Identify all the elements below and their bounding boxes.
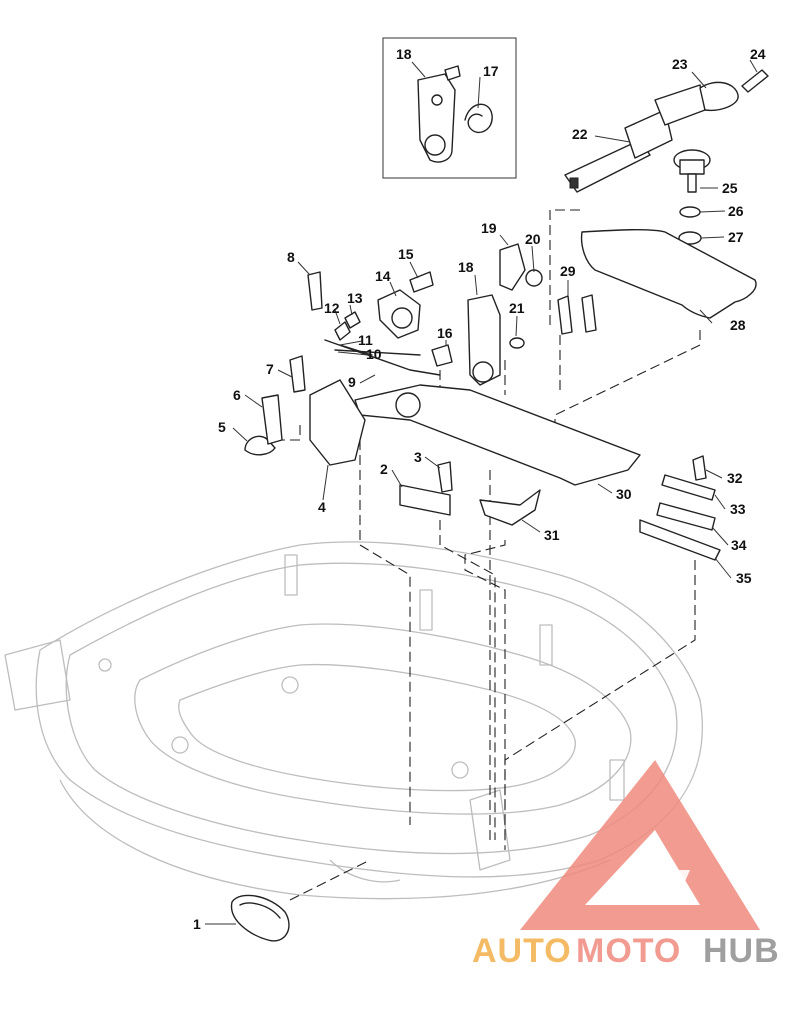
watermark-word-moto: MOTO: [576, 932, 681, 970]
part-9-rod: [324, 339, 441, 376]
callout-7: 7: [266, 361, 274, 377]
callout-33: 33: [730, 501, 746, 517]
part-6-link: [261, 394, 283, 445]
watermark-triangle-icon: [520, 760, 760, 930]
callout-23: 23: [672, 56, 688, 72]
part-26-washer: [679, 206, 701, 218]
callout-labels: 1 2 3 4 5 6 7 8 9 10 11 12 13 14 15 16 1…: [193, 46, 766, 932]
callout-25: 25: [722, 180, 738, 196]
part-19-tab: [499, 243, 526, 291]
part-10-rod: [334, 349, 421, 356]
part-1-grommet: [230, 894, 290, 942]
part-33-plate: [661, 474, 716, 501]
part-31-clip: [479, 489, 541, 526]
callout-5: 5: [218, 419, 226, 435]
part-25-knob: [673, 149, 711, 193]
callout-22: 22: [572, 126, 588, 142]
callout-9: 9: [348, 374, 356, 390]
part-22-shaft: [564, 109, 673, 193]
callout-4: 4: [318, 499, 326, 515]
part-11-spring: [339, 344, 373, 356]
callout-35: 35: [736, 570, 752, 586]
parts: [230, 69, 769, 942]
callout-18-inset: 18: [396, 46, 412, 62]
callout-32: 32: [727, 470, 743, 486]
part-29-bolt-b: [581, 294, 597, 333]
part-29-bolt-a: [557, 295, 573, 335]
callout-15: 15: [398, 246, 414, 262]
callout-1: 1: [193, 916, 201, 932]
callout-17: 17: [483, 63, 499, 79]
callout-13: 13: [347, 290, 363, 306]
callout-2: 2: [380, 461, 388, 477]
part-34-plate: [656, 502, 716, 531]
callout-20: 20: [525, 231, 541, 247]
callout-29: 29: [560, 263, 576, 279]
part-3-screw: [437, 461, 453, 493]
watermark-word-hub: HUB: [703, 932, 780, 970]
callout-31: 31: [544, 527, 560, 543]
callout-27: 27: [728, 229, 744, 245]
lower-cowl: [4, 541, 703, 900]
callout-14: 14: [375, 268, 391, 284]
callout-16: 16: [437, 325, 453, 341]
part-20-washer: [525, 269, 543, 287]
callout-8: 8: [287, 249, 295, 265]
inset-detail-box: [382, 37, 517, 179]
alignment-lines: [260, 209, 701, 901]
callout-10: 10: [366, 346, 382, 362]
callout-18: 18: [458, 259, 474, 275]
watermark-word-auto: AUTO: [472, 932, 572, 970]
callout-28: 28: [730, 317, 746, 333]
part-35-strap: [639, 519, 721, 561]
callout-24: 24: [750, 46, 766, 62]
automotohub-watermark: AUTO MOTO HUB: [472, 760, 780, 970]
part-8-bolt: [307, 271, 323, 311]
part-30-bracket: [354, 384, 641, 486]
callout-30: 30: [616, 486, 632, 502]
part-28-tray: [580, 228, 757, 319]
callout-12: 12: [324, 300, 340, 316]
part-2-pad: [399, 484, 451, 516]
callout-19: 19: [481, 220, 497, 236]
part-7-bolt: [289, 355, 306, 393]
part-12-clip: [334, 321, 351, 341]
part-24-bolt: [741, 69, 769, 93]
part-16-nut: [431, 344, 453, 367]
callout-11: 11: [358, 332, 373, 348]
callout-6: 6: [233, 387, 241, 403]
callout-26: 26: [728, 203, 744, 219]
part-4-lever: [309, 379, 366, 466]
callout-3: 3: [414, 449, 422, 465]
callout-21: 21: [509, 300, 525, 316]
part-32-bolt: [692, 455, 707, 481]
callout-34: 34: [731, 537, 747, 553]
leader-lines: [205, 59, 758, 925]
part-21-ring: [509, 337, 525, 349]
part-18-arm: [467, 294, 501, 386]
part-23-linkage: [654, 81, 739, 126]
part-15-screw: [409, 271, 434, 293]
